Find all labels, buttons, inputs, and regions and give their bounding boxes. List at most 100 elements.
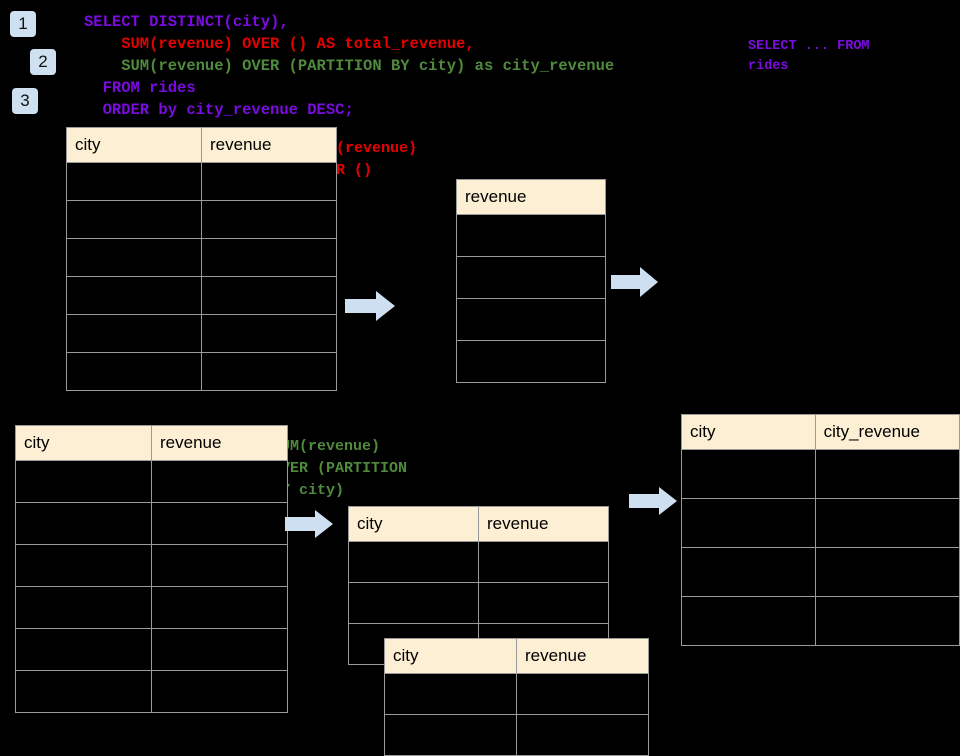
cell-revenue: [201, 238, 337, 277]
sql-line-order-by: ORDER by city_revenue DESC;: [84, 101, 354, 119]
side-note-line-1: SELECT ... FROM: [748, 39, 870, 54]
column-header-revenue: revenue: [151, 425, 288, 461]
cell-revenue: [201, 162, 337, 201]
arrow-right-icon: [629, 486, 677, 516]
table-header-row: city revenue: [384, 638, 649, 674]
table-header-row: revenue: [456, 179, 606, 215]
sql-line-select: SELECT DISTINCT(city),: [84, 13, 289, 31]
arrow-right-icon: [611, 266, 658, 298]
cell-city: [681, 498, 816, 548]
sql-line-total-revenue: SUM(revenue) OVER () AS total_revenue,: [84, 35, 475, 53]
cell-city: [348, 541, 479, 583]
sql-line-city-revenue: SUM(revenue) OVER (PARTITION BY city) as…: [84, 57, 615, 75]
cell-city-revenue: [814, 547, 960, 597]
cell-city: [681, 449, 816, 499]
cell-city-revenue: [814, 596, 960, 646]
cell-city: [66, 200, 202, 239]
diagram-canvas: 1 2 3 SELECT DISTINCT(city), SUM(revenue…: [10, 11, 960, 756]
table-row: [15, 502, 288, 545]
table-header-row: city city_revenue: [681, 414, 960, 450]
cell-revenue: [151, 628, 288, 671]
cell-revenue: [456, 256, 606, 299]
arrow-right-icon: [345, 290, 395, 322]
cell-city: [15, 460, 152, 503]
table-row: [15, 670, 288, 713]
cell-revenue: [456, 214, 606, 257]
table-row: [681, 498, 960, 548]
column-header-city: city: [384, 638, 517, 674]
annotation-city-revenue: SUM(revenue) OVER (PARTITION BY city): [272, 436, 407, 502]
table-row: [456, 340, 606, 383]
table-row: [66, 314, 337, 353]
cell-city: [681, 547, 816, 597]
cell-city: [384, 673, 517, 715]
cell-revenue: [151, 544, 288, 587]
cell-revenue: [516, 714, 649, 756]
cell-city-revenue: [814, 498, 960, 548]
cell-revenue: [151, 460, 288, 503]
step-badge-3: 3: [12, 88, 38, 114]
column-header-revenue: revenue: [456, 179, 606, 215]
sql-query-block: SELECT DISTINCT(city), SUM(revenue) OVER…: [84, 11, 614, 121]
column-header-city: city: [15, 425, 152, 461]
column-header-city: city: [348, 506, 479, 542]
output-table: city city_revenue: [681, 414, 960, 646]
cell-revenue: [151, 586, 288, 629]
column-header-revenue: revenue: [201, 127, 337, 163]
column-header-city-revenue: city_revenue: [814, 414, 960, 450]
revenue-table: revenue: [456, 179, 606, 383]
cell-city: [384, 714, 517, 756]
table-row: [66, 200, 337, 239]
annotation-city-revenue-line-1: SUM(revenue): [272, 438, 381, 455]
cell-city: [66, 238, 202, 277]
cell-city: [15, 670, 152, 713]
table-row: [66, 162, 337, 201]
cell-revenue: [151, 502, 288, 545]
column-header-city: city: [66, 127, 202, 163]
cell-revenue: [201, 200, 337, 239]
cell-revenue: [151, 670, 288, 713]
step-badge-2: 2: [30, 49, 56, 75]
cell-city-revenue: [814, 449, 960, 499]
table-row: [348, 582, 609, 624]
table-row: [681, 596, 960, 646]
cell-revenue: [201, 352, 337, 391]
side-note-select-from: SELECT ... FROM rides: [748, 37, 870, 77]
source-table-top: city revenue: [66, 127, 337, 391]
cell-city: [681, 596, 816, 646]
table-row: [384, 673, 649, 715]
cell-city: [66, 162, 202, 201]
cell-revenue: [456, 298, 606, 341]
cell-city: [66, 314, 202, 353]
cell-revenue: [456, 340, 606, 383]
cell-revenue: [516, 673, 649, 715]
column-header-city: city: [681, 414, 816, 450]
cell-revenue: [201, 314, 337, 353]
table-row: [15, 586, 288, 629]
cell-city: [15, 586, 152, 629]
table-row: [456, 214, 606, 257]
cell-city: [15, 544, 152, 587]
arrow-right-icon: [285, 509, 333, 539]
table-row: [15, 628, 288, 671]
step-badge-1: 1: [10, 11, 36, 37]
column-header-revenue: revenue: [516, 638, 649, 674]
table-header-row: city revenue: [348, 506, 609, 542]
source-table-bottom: city revenue: [15, 425, 288, 713]
cell-revenue: [478, 582, 609, 624]
table-row: [348, 541, 609, 583]
table-row: [66, 352, 337, 391]
cell-city: [348, 582, 479, 624]
cell-city: [15, 502, 152, 545]
table-header-row: city revenue: [15, 425, 288, 461]
annotation-city-revenue-line-2: OVER (PARTITION: [272, 460, 408, 477]
table-row: [681, 449, 960, 499]
table-row: [15, 544, 288, 587]
side-note-line-2: rides: [748, 59, 789, 74]
table-row: [66, 276, 337, 315]
cell-revenue: [201, 276, 337, 315]
table-row: [681, 547, 960, 597]
table-row: [384, 714, 649, 756]
table-row: [456, 298, 606, 341]
table-row: [66, 238, 337, 277]
